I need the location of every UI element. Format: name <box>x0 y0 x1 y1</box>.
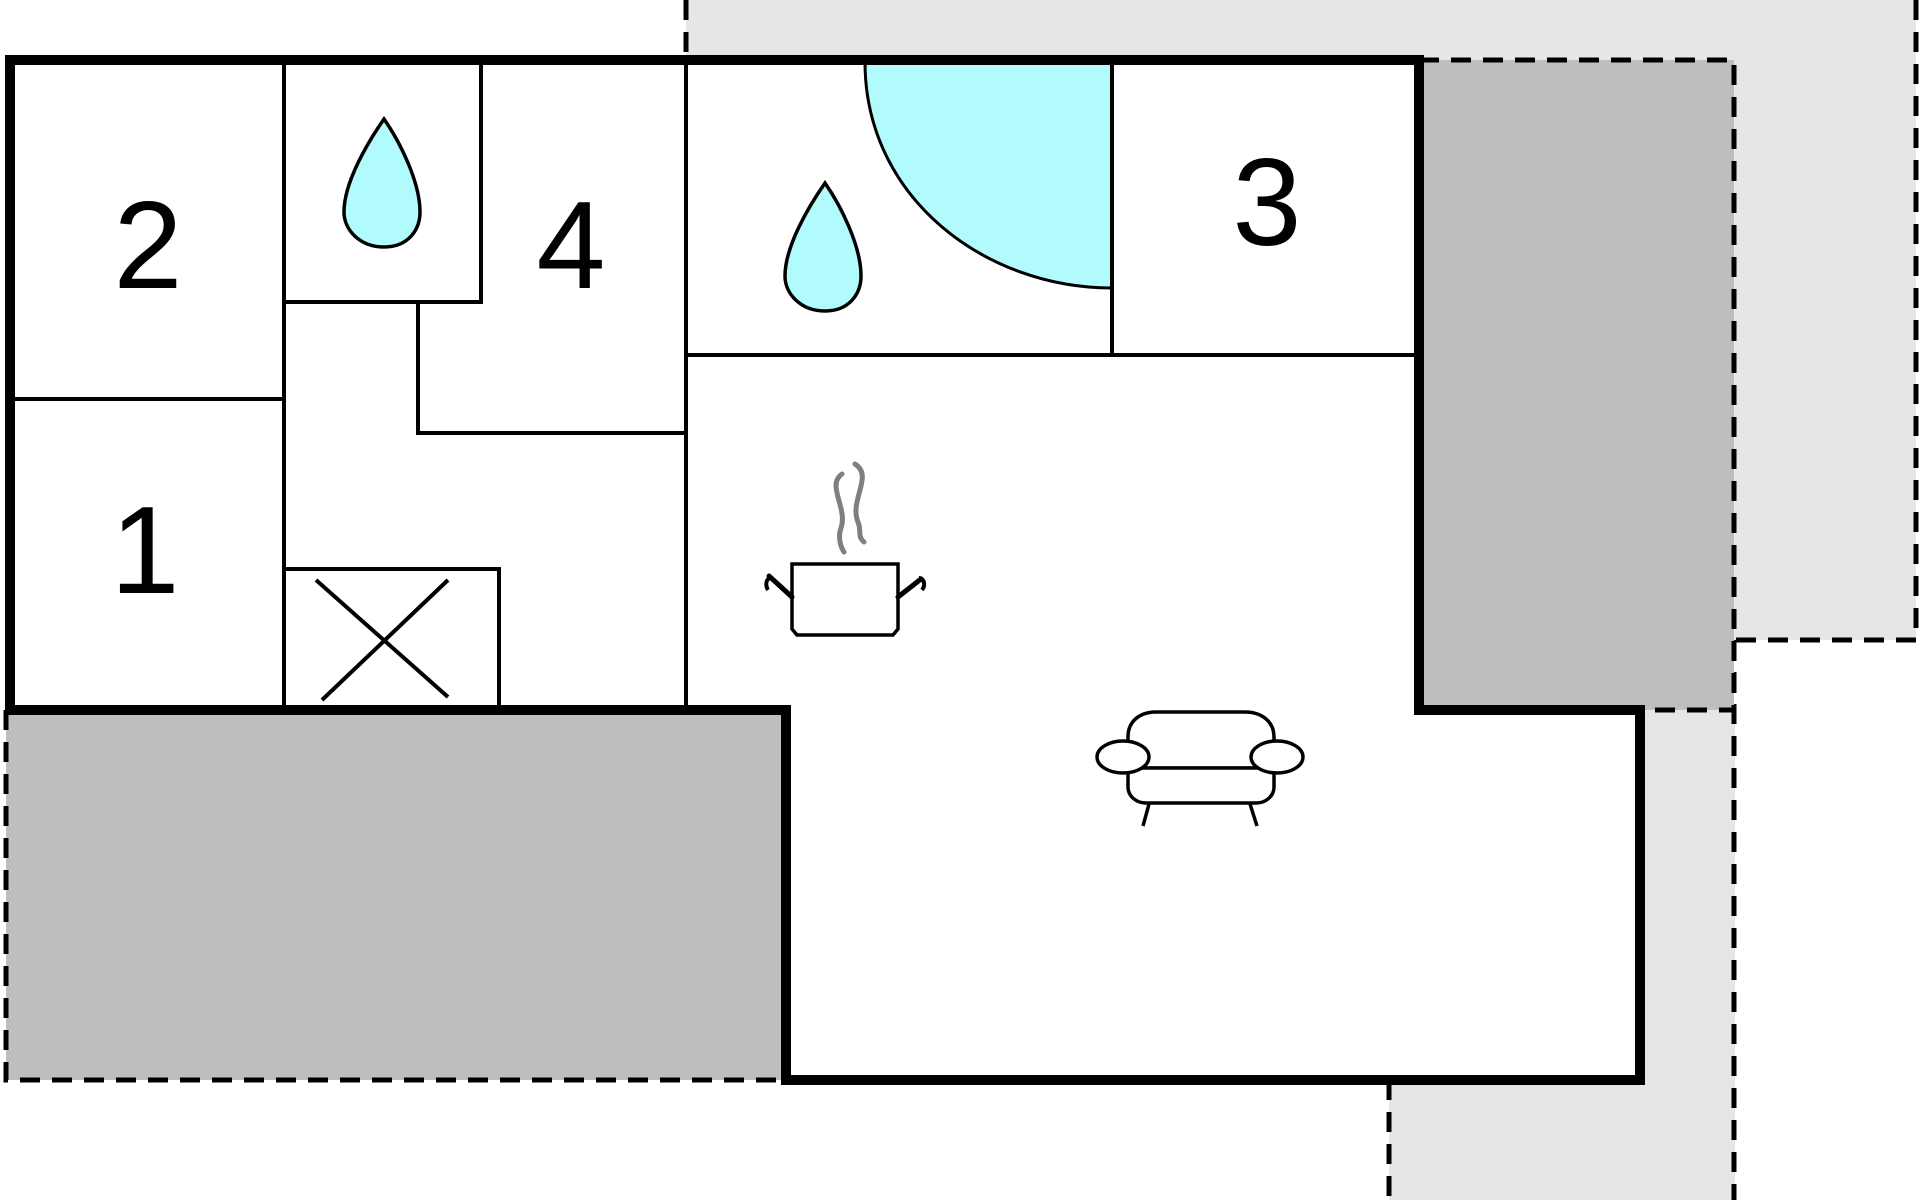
room-labels: 2 1 4 3 <box>111 134 1302 620</box>
terrace-right-fill-notch <box>1419 640 1734 710</box>
outdoor-area-bottom-right-border <box>1386 640 1737 1200</box>
terraces <box>3 57 1737 1083</box>
outer-walls <box>5 55 1645 1085</box>
crossed-box-icon <box>314 578 450 702</box>
water-drop-icon <box>342 115 422 249</box>
terrace-right <box>1419 60 1734 710</box>
terrace-right-border <box>1419 57 1737 713</box>
room-label-1: 1 <box>111 482 180 620</box>
terrace-bottom-left <box>6 710 786 1080</box>
sofa-icon <box>1095 710 1305 827</box>
sofa-armrest-right <box>1249 739 1305 775</box>
terrace-bottom-left-border <box>3 710 786 1083</box>
water-drop-icon <box>342 115 863 313</box>
sofa-base <box>1126 766 1276 805</box>
room-label-2: 2 <box>114 177 183 315</box>
room-label-3: 3 <box>1233 134 1302 272</box>
shower-quarter-circle-icon <box>863 60 1114 290</box>
wall-room-4 <box>416 302 686 435</box>
room-label-4: 4 <box>537 177 606 315</box>
sofa-backrest <box>1126 710 1276 770</box>
cooking-pot-icon <box>764 461 927 637</box>
sofa-armrest-left <box>1095 739 1151 775</box>
outdoor-area-top-right-border <box>683 0 1919 643</box>
water-drop-icon <box>783 179 863 313</box>
